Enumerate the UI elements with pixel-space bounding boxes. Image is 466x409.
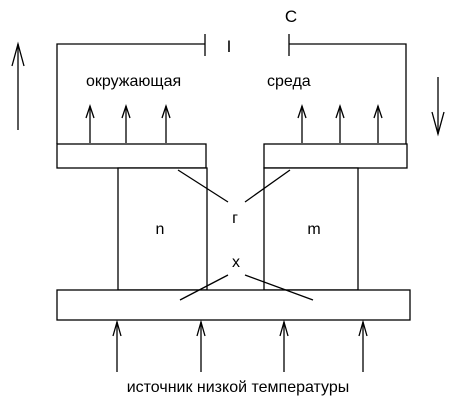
branch-n-label: n (156, 221, 165, 238)
wire-left (56, 43, 205, 144)
wire-right (289, 43, 407, 144)
current-arrow-down (431, 77, 445, 137)
junction-line-3 (179, 274, 229, 301)
junction-line-1 (177, 169, 229, 203)
bottom-plate (56, 289, 411, 321)
junction-line-4 (244, 274, 314, 301)
top-left-plate (56, 143, 207, 169)
junction-line-2 (244, 169, 291, 203)
source-label: источник низкой температуры (127, 379, 350, 396)
source-arrow-up (196, 319, 206, 372)
heat-arrow-up (373, 103, 383, 143)
branch-n (117, 167, 208, 291)
heat-arrow-up (85, 103, 95, 143)
cold-junction-label: х (232, 254, 240, 271)
source-arrow-up (358, 319, 368, 372)
branch-m-label: m (307, 221, 320, 238)
hot-junction-label: г (232, 210, 238, 227)
source-arrow-up (279, 319, 289, 372)
source-arrow-up (112, 319, 122, 372)
capacitor-label: C (285, 7, 297, 26)
branch-m (263, 167, 359, 291)
current-arrow-up (11, 41, 25, 130)
top-right-plate (263, 143, 408, 169)
voltmeter-label: I (227, 37, 232, 56)
environment-label-left: окружающая (86, 73, 181, 90)
heat-arrow-up (121, 103, 131, 143)
environment-label-right: среда (267, 73, 311, 90)
heat-arrow-up (161, 103, 171, 143)
heat-arrow-up (297, 103, 307, 143)
heat-arrow-up (335, 103, 345, 143)
